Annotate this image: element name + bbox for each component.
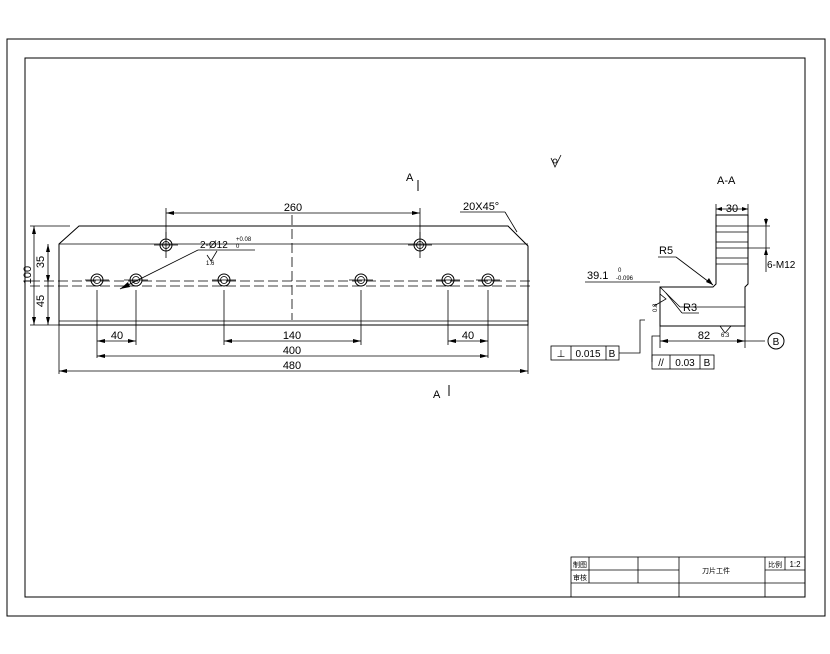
chamfer-leader xyxy=(504,211,518,233)
dim-top-span: 260 xyxy=(284,202,302,214)
arrow xyxy=(742,207,748,211)
dim-edge-left: 40 xyxy=(111,330,123,342)
arrow xyxy=(59,369,67,373)
height-value: 39.1 xyxy=(587,270,608,282)
datum-label: B xyxy=(773,337,780,348)
parallel-value: 0.03 xyxy=(675,358,695,369)
thread-lines xyxy=(716,225,748,265)
arrow xyxy=(480,339,488,343)
bevel-line xyxy=(659,286,681,308)
arrow xyxy=(224,339,232,343)
arrow xyxy=(660,339,668,343)
chamfer-note: 20X45° xyxy=(463,201,499,213)
upper-hole-center-marks xyxy=(154,232,432,258)
tolerance-frame-perpendicular: ⊥ 0.015 B xyxy=(550,345,620,361)
arrow xyxy=(128,339,136,343)
dim-depth: 82 xyxy=(698,330,710,342)
arrow xyxy=(46,317,50,325)
tb-check-label: 审核 xyxy=(573,573,587,582)
tb-part-name: 刀片工件 xyxy=(702,566,730,575)
hole-tol-upper: +0.08 xyxy=(236,237,252,243)
inner-frame xyxy=(24,57,806,598)
radius-large: R5 xyxy=(659,245,673,257)
arrow xyxy=(716,207,722,211)
tb-scale-value: 1:2 xyxy=(789,560,801,569)
arrow xyxy=(480,354,488,358)
thread-note: 6-M12 xyxy=(767,260,796,271)
arrow xyxy=(764,219,768,226)
radius-small: R3 xyxy=(683,302,697,314)
section-profile xyxy=(659,214,749,327)
arrow xyxy=(97,354,105,358)
lower-holes xyxy=(85,273,500,287)
title-block: 制图 审核 刀片工件 比例 1:2 xyxy=(570,556,806,598)
frame-box xyxy=(651,354,715,370)
front-view: A A 20X45° 2-Ø12 +0.08 0 1.6 260 100 xyxy=(22,172,530,401)
roughness-bottom xyxy=(719,325,732,334)
dim-hole-span: 400 xyxy=(283,345,301,357)
dim-height-upper: 35 xyxy=(35,256,47,268)
perp-symbol: ⊥ xyxy=(557,349,566,360)
dim-middle-span: 140 xyxy=(283,330,301,342)
arrow xyxy=(448,339,456,343)
roughness-b: 6.3 xyxy=(721,333,730,339)
r5-leader xyxy=(675,256,714,286)
frame-box xyxy=(550,345,620,361)
dim-edge-right: 40 xyxy=(462,330,474,342)
arrow xyxy=(46,244,50,252)
datum-circle xyxy=(767,332,785,350)
r3-leader xyxy=(665,292,683,314)
hole-note-leader xyxy=(119,249,199,290)
section-mark-bottom: A xyxy=(433,389,441,401)
general-roughness-symbol xyxy=(550,154,562,168)
tolerance-frame-parallel: // 0.03 B xyxy=(651,354,715,370)
tb-scale-label: 比例 xyxy=(768,560,782,569)
dim-overall-length: 480 xyxy=(283,360,301,372)
arrow xyxy=(166,211,174,215)
upper-holes xyxy=(154,232,432,258)
dim-height-total: 100 xyxy=(22,266,34,284)
title-block-border xyxy=(570,556,806,598)
arrow xyxy=(46,275,50,283)
part-outline xyxy=(58,225,529,326)
arrow xyxy=(764,248,768,255)
hole-roughness: 1.6 xyxy=(206,261,215,267)
arrow xyxy=(32,317,36,325)
roughness-vertical xyxy=(653,293,667,307)
section-mark-top: A xyxy=(406,172,414,184)
hole-note-arrow xyxy=(120,282,130,289)
perp-datum: B xyxy=(609,349,616,360)
height-tol-upper: 0 xyxy=(618,268,622,274)
arrow xyxy=(520,369,528,373)
parallel-symbol: // xyxy=(658,358,664,369)
roughness-circle xyxy=(552,158,558,164)
parallel-leader xyxy=(651,335,660,362)
dim-width-top: 30 xyxy=(726,203,738,215)
hole-tol-lower: 0 xyxy=(236,244,240,250)
arrow xyxy=(412,211,420,215)
section-view: A-A 30 6-M12 R5 R3 39.1 0 -0.09 xyxy=(585,175,796,362)
arrow xyxy=(32,226,36,234)
arrow xyxy=(353,339,361,343)
height-tol-lower: -0.096 xyxy=(616,276,634,282)
perp-value: 0.015 xyxy=(575,349,600,360)
arrow xyxy=(706,278,713,285)
hole-note: 2-Ø12 xyxy=(200,240,228,251)
roughness-symbol xyxy=(206,250,218,262)
parallel-datum: B xyxy=(704,358,711,369)
arrow xyxy=(97,339,105,343)
dim-height-lower: 45 xyxy=(35,295,47,307)
perp-leader xyxy=(619,319,645,354)
outer-frame xyxy=(6,38,826,617)
section-title: A-A xyxy=(717,175,736,187)
roughness-a: 0.8 xyxy=(653,303,659,312)
arrow xyxy=(737,339,745,343)
tb-drawn-label: 制图 xyxy=(573,560,587,569)
